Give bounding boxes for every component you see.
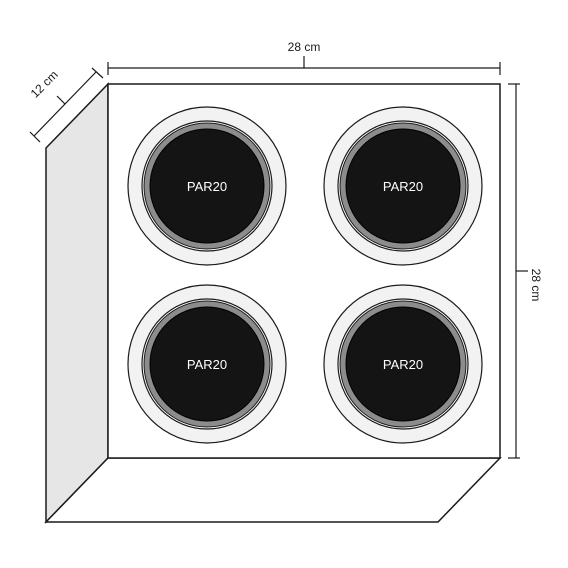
fixture-bottom-left: PAR20 xyxy=(127,284,287,444)
width-dimension: 28 cm xyxy=(107,40,501,75)
lamp-label: PAR20 xyxy=(187,357,227,372)
fixture-bottom-right: PAR20 xyxy=(323,284,483,444)
fixture-top-left: PAR20 xyxy=(127,106,287,266)
depth-dimension-center-tick xyxy=(56,95,66,105)
depth-dimension-label: 12 cm xyxy=(28,68,61,101)
lamp-label: PAR20 xyxy=(383,179,423,194)
box-side-face xyxy=(45,82,109,524)
lamp-label: PAR20 xyxy=(383,357,423,372)
depth-dimension-tick-lower xyxy=(29,131,41,143)
width-dimension-label: 28 cm xyxy=(288,40,321,54)
lamp-face xyxy=(149,306,265,422)
fixture-top-right: PAR20 xyxy=(323,106,483,266)
lamp-face xyxy=(345,128,461,244)
lamp-face xyxy=(149,128,265,244)
box-bottom-face xyxy=(44,457,502,523)
lamp-face xyxy=(345,306,461,422)
depth-dimension-tick-upper xyxy=(91,67,104,79)
height-dimension-label: 28 cm xyxy=(529,269,543,302)
lamp-label: PAR20 xyxy=(187,179,227,194)
height-dimension: 28 cm xyxy=(508,83,543,459)
